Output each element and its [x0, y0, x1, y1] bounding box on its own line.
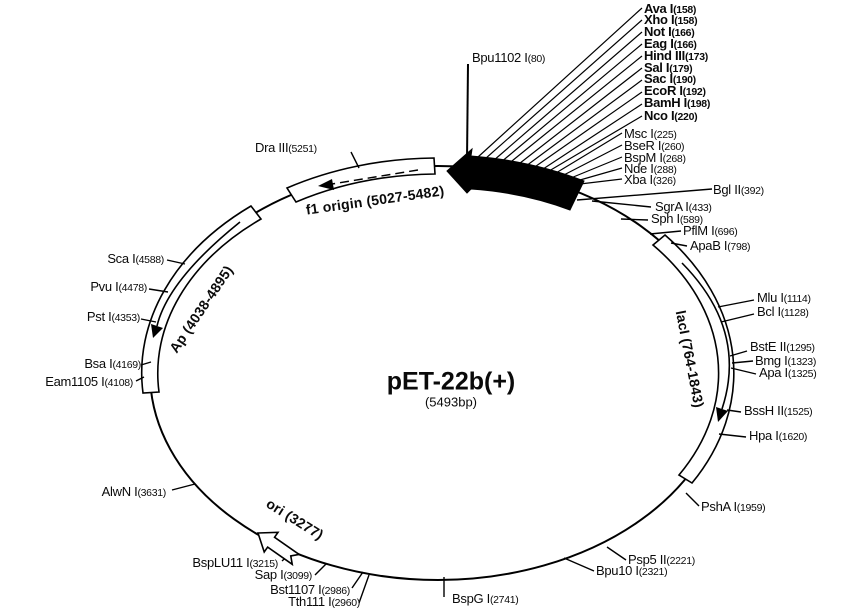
site-bsplu11-i: BspLU11 I(3215) — [192, 555, 278, 570]
site-mlu-i: Mlu I(1114) — [757, 290, 811, 305]
site-ava-i: Ava I(158) — [644, 1, 697, 16]
plasmid-size: (5493bp) — [424, 394, 478, 410]
site-psha-i: PshA I(1959) — [701, 499, 766, 514]
site-pflm-i: PflM I(696) — [683, 223, 738, 238]
site-nco-i: Nco I(220) — [644, 108, 698, 123]
site-bcl-i: Bcl I(1128) — [757, 304, 809, 319]
site-sap-i: Sap I(3099) — [254, 567, 313, 582]
site-hpa-i: Hpa I(1620) — [749, 428, 808, 443]
ap-direction-arrow — [151, 221, 241, 338]
site-xba-i: Xba I(326) — [624, 172, 676, 187]
site-alwn-i: AlwN I(3631) — [101, 484, 167, 499]
site-bssh-ii: BssH II(1525) — [744, 403, 813, 418]
site-sph-i: Sph I(589) — [651, 211, 703, 226]
site-sca-i: Sca I(4588) — [107, 251, 164, 266]
plasmid-title: pET-22b(+) — [386, 367, 516, 396]
laci-segment — [651, 233, 735, 485]
ap-segment — [140, 204, 263, 394]
site-bpu10-i: Bpu10 I(2321) — [596, 563, 668, 578]
site-not-i: Not I(166) — [644, 24, 695, 39]
ori-arrow — [256, 531, 302, 567]
site-bsa-i: Bsa I(4169) — [84, 356, 141, 371]
site-psp5-ii: Psp5 II(2221) — [628, 552, 695, 567]
site-pvu-i: Pvu I(4478) — [90, 279, 147, 294]
site-tth111-i: Tth111 I(2960) — [288, 594, 360, 609]
site-dra-iii: Dra III(5251) — [255, 140, 317, 155]
site-bst1107-i: Bst1107 I(2986) — [270, 582, 350, 597]
site-bspg-i: BspG I(2741) — [452, 591, 519, 606]
site-eag-i: Eag I(166) — [644, 36, 697, 51]
site-sgra-i: SgrA I(433) — [655, 199, 712, 214]
site-nde-i: Nde I(288) — [624, 161, 677, 176]
mcs-arrow — [446, 147, 585, 211]
site-bgl-ii: Bgl II(392) — [713, 182, 764, 197]
bpu1102-leader-line — [466, 63, 469, 161]
site-msc-i: Msc I(225) — [624, 126, 677, 141]
laci-direction-arrow — [681, 262, 731, 422]
site-sac-i: Sac I(190) — [644, 71, 696, 86]
site-bamh-i: BamH I(198) — [644, 95, 711, 110]
site-bmg-i: Bmg I(1323) — [755, 353, 817, 368]
site-bser-i: BseR I(260) — [624, 138, 685, 153]
site-hind-iii: Hind III(173) — [644, 48, 708, 63]
f1-direction-arrow — [318, 169, 419, 190]
site-xho-i: Xho I(158) — [644, 12, 698, 27]
site-sal-i: Sal I(179) — [644, 60, 693, 75]
site-eam1105-i: Eam1105 I(4108) — [45, 374, 133, 389]
site-bste-ii: BstE II(1295) — [750, 339, 815, 354]
site-bspm-i: BspM I(268) — [624, 150, 686, 165]
site-apa-i: Apa I(1325) — [759, 365, 817, 380]
tick-lines — [135, 151, 757, 604]
site-apab-i: ApaB I(798) — [690, 238, 751, 253]
fan-lines — [477, 7, 643, 185]
site-ecor-i: EcoR I(192) — [644, 83, 706, 98]
site-bpu1102-i: Bpu1102 I(80) — [472, 50, 546, 65]
site-pst-i: Pst I(4353) — [86, 309, 140, 324]
